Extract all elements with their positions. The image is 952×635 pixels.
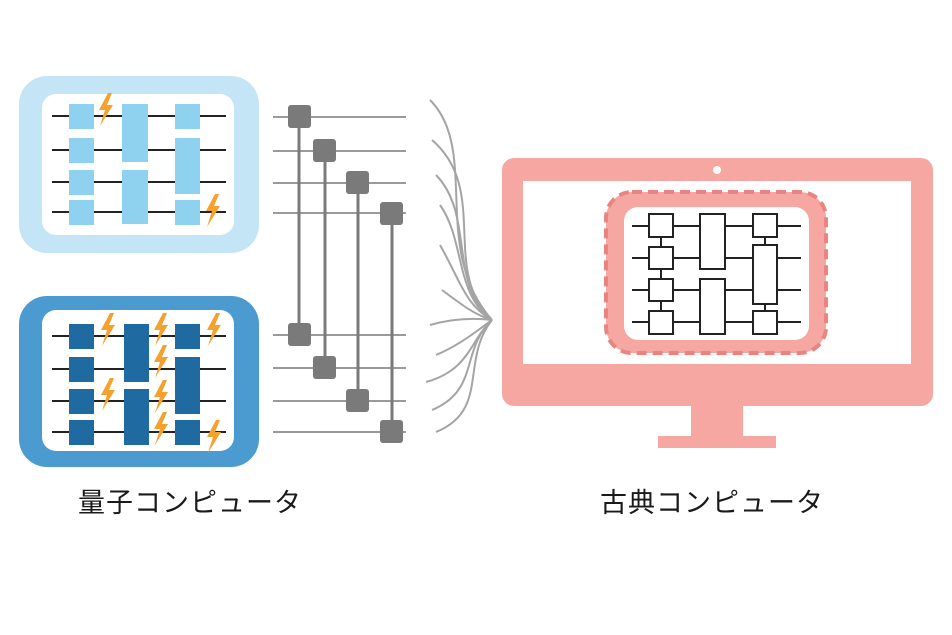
gates-light: [69, 104, 200, 225]
circuit-gate: [752, 244, 778, 305]
monitor-base: [658, 436, 776, 448]
connector-grid: [273, 105, 406, 443]
connector-node: [346, 171, 369, 194]
lightning-bolt-icon: [206, 194, 220, 227]
gate: [124, 324, 149, 382]
gate: [69, 200, 94, 225]
circuit-icon: [604, 190, 828, 355]
connector-node: [313, 356, 336, 379]
gate: [122, 170, 148, 224]
gates-dark: [69, 324, 200, 445]
gate: [175, 357, 200, 414]
circuit-gate: [648, 310, 674, 335]
monitor-icon: [502, 158, 933, 448]
connector-node: [288, 105, 311, 128]
lightning-bolt-icon: [154, 380, 168, 413]
monitor-neck: [691, 406, 743, 440]
lightning-bolt-icon: [101, 313, 115, 346]
connector-nodes: [288, 105, 403, 443]
lightning-bolt-icon: [207, 313, 221, 346]
circuit-gates: [648, 213, 778, 335]
gate: [175, 420, 200, 445]
circuit-gate: [752, 213, 778, 238]
circuit-gate: [648, 278, 674, 302]
circuit-gate: [648, 246, 674, 270]
wire: [425, 319, 493, 383]
gate: [69, 420, 94, 445]
gate: [122, 104, 148, 162]
wire: [435, 174, 493, 321]
wire: [431, 319, 493, 411]
lightning-bolt-icon: [101, 378, 115, 411]
wire: [435, 319, 493, 433]
bolts-light: [99, 93, 220, 227]
connector-horizontal-lines: [273, 116, 406, 433]
circuit-gate: [699, 213, 726, 270]
lightning-bolt-icon: [154, 313, 168, 346]
quantum-computer-label: 量子コンピュータ: [78, 488, 302, 519]
gate: [175, 200, 200, 225]
gate: [124, 389, 149, 445]
quantum-panel-light: [19, 76, 259, 253]
gate: [69, 104, 94, 129]
gate: [69, 138, 94, 163]
converging-wires: [425, 99, 493, 433]
circuit-gate: [752, 310, 778, 335]
gate: [175, 324, 200, 349]
wire: [439, 204, 493, 321]
circuit-gate: [648, 213, 674, 238]
monitor-camera: [713, 166, 721, 174]
connector-node: [313, 139, 336, 162]
lightning-bolt-icon: [207, 420, 221, 453]
gate: [175, 104, 200, 129]
lightning-bolt-icon: [154, 345, 168, 378]
gate: [69, 389, 94, 414]
bolts-dark: [101, 313, 221, 453]
wire: [431, 139, 493, 321]
classical-computer-label: 古典コンピュータ: [600, 488, 824, 519]
connector-node: [380, 202, 403, 225]
wire: [435, 319, 493, 356]
circuit-gate: [699, 278, 726, 335]
connector-node: [380, 420, 403, 443]
circuit-board: [624, 207, 809, 340]
gate: [69, 324, 94, 349]
wire: [439, 244, 493, 321]
lightning-bolt-icon: [154, 412, 168, 445]
gate: [69, 357, 94, 382]
quantum-panel-dark: [19, 296, 259, 467]
quantum-panel-light-screen: [42, 94, 234, 235]
wire: [429, 317, 493, 326]
connector-node: [288, 323, 311, 346]
gate: [175, 138, 200, 194]
lightning-bolt-icon: [99, 93, 113, 126]
gate: [69, 170, 94, 195]
connector-node: [346, 389, 369, 412]
connector-vertical-lines: [297, 117, 394, 432]
